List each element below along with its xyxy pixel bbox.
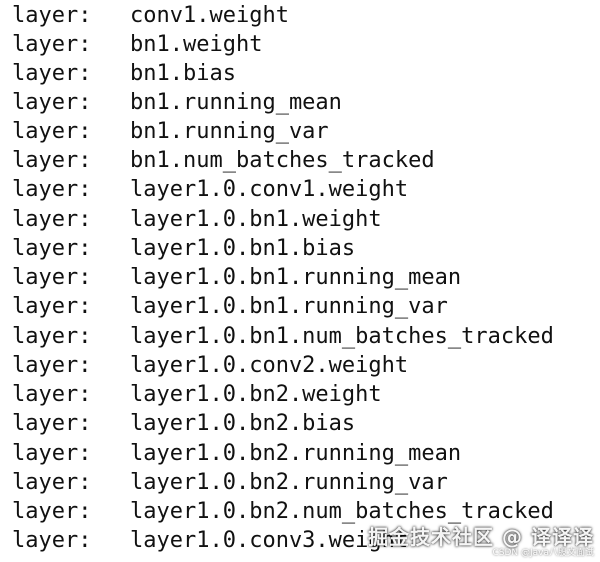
line-prefix: layer: [12, 470, 92, 495]
layer-name: layer1.0.conv1.weight [130, 177, 409, 202]
layer-name: layer1.0.bn1.weight [130, 207, 382, 232]
line-prefix: layer: [12, 90, 92, 115]
output-line: layer: conv1.weight [12, 2, 289, 30]
layer-name: layer1.0.bn1.bias [130, 236, 356, 261]
watermark: 掘金技术社区 @ 译译译 [368, 525, 594, 549]
output-line: layer: layer1.0.bn2.bias [12, 410, 355, 438]
layer-name: conv1.weight [130, 3, 289, 28]
output-line: layer: bn1.running_mean [12, 89, 342, 117]
layer-name: bn1.num_batches_tracked [130, 148, 435, 173]
layer-name: bn1.bias [130, 61, 236, 86]
output-line: layer: layer1.0.conv2.weight [12, 352, 408, 380]
layer-name: layer1.0.bn1.num_batches_tracked [130, 324, 554, 349]
line-prefix: layer: [12, 236, 92, 261]
layer-name: layer1.0.bn2.running_mean [130, 441, 462, 466]
output-line: layer: layer1.0.bn2.running_var [12, 469, 448, 497]
layer-name: bn1.weight [130, 32, 263, 57]
layer-name: layer1.0.conv3.weight [130, 528, 409, 553]
line-prefix: layer: [12, 382, 92, 407]
output-line: layer: layer1.0.conv3.weight [12, 527, 408, 555]
layer-name: layer1.0.conv2.weight [130, 353, 409, 378]
output-line: layer: layer1.0.bn2.num_batches_tracked [12, 498, 554, 526]
layer-name: layer1.0.bn2.bias [130, 411, 356, 436]
output-line: layer: layer1.0.bn2.weight [12, 381, 382, 409]
watermark-sub: CSDN @Java八股文面试 [492, 548, 594, 558]
layer-name: layer1.0.bn2.num_batches_tracked [130, 499, 554, 524]
output-line: layer: layer1.0.bn1.bias [12, 235, 355, 263]
line-prefix: layer: [12, 528, 92, 553]
line-prefix: layer: [12, 265, 92, 290]
output-line: layer: bn1.running_var [12, 118, 329, 146]
layer-name: bn1.running_mean [130, 90, 342, 115]
line-prefix: layer: [12, 148, 92, 173]
line-prefix: layer: [12, 177, 92, 202]
line-prefix: layer: [12, 499, 92, 524]
line-prefix: layer: [12, 119, 92, 144]
layer-name: layer1.0.bn1.running_var [130, 294, 448, 319]
layer-name: bn1.running_var [130, 119, 329, 144]
line-prefix: layer: [12, 353, 92, 378]
line-prefix: layer: [12, 32, 92, 57]
output-line: layer: layer1.0.bn2.running_mean [12, 440, 461, 468]
output-line: layer: bn1.bias [12, 60, 236, 88]
output-line: layer: layer1.0.conv1.weight [12, 176, 408, 204]
output-line: layer: bn1.weight [12, 31, 262, 59]
output-line: layer: bn1.num_batches_tracked [12, 147, 435, 175]
line-prefix: layer: [12, 207, 92, 232]
layer-name: layer1.0.bn2.weight [130, 382, 382, 407]
layer-name: layer1.0.bn1.running_mean [130, 265, 462, 290]
line-prefix: layer: [12, 3, 92, 28]
line-prefix: layer: [12, 61, 92, 86]
line-prefix: layer: [12, 411, 92, 436]
output-line: layer: layer1.0.bn1.running_mean [12, 264, 461, 292]
line-prefix: layer: [12, 324, 92, 349]
line-prefix: layer: [12, 294, 92, 319]
line-prefix: layer: [12, 441, 92, 466]
layer-name: layer1.0.bn2.running_var [130, 470, 448, 495]
output-line: layer: layer1.0.bn1.running_var [12, 293, 448, 321]
output-line: layer: layer1.0.bn1.num_batches_tracked [12, 323, 554, 351]
output-line: layer: layer1.0.bn1.weight [12, 206, 382, 234]
